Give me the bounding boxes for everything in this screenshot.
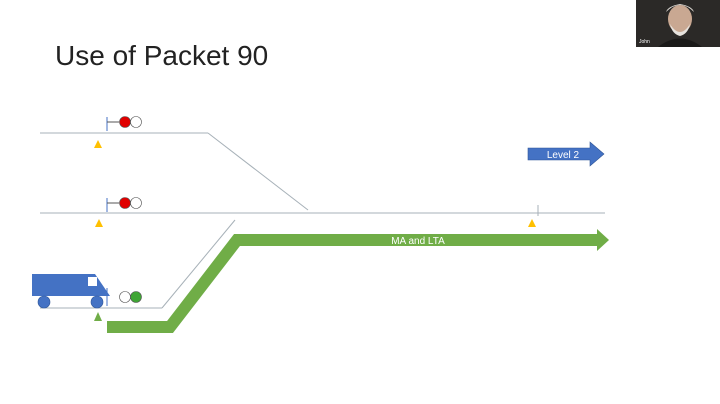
balise-marker-middle: [95, 219, 103, 227]
level-transition: [528, 205, 539, 227]
train-body: [32, 274, 110, 296]
train-wheel-rear: [37, 295, 51, 309]
balise-marker-upper: [94, 140, 102, 148]
lower-diverging-track: [161, 219, 236, 309]
participant-video-thumbnail[interactable]: John: [636, 0, 720, 47]
level-transition-marker: [528, 219, 536, 227]
slide-title: Use of Packet 90: [55, 40, 269, 71]
ma-lta-label: MA and LTA: [391, 236, 445, 247]
participant-avatar: [636, 0, 720, 47]
signal-middle-white-aspect: [130, 197, 142, 209]
balise-marker-lower: [94, 312, 102, 321]
signal-middle: [95, 197, 142, 227]
signal-middle-red-aspect: [119, 197, 131, 209]
ma-path: [107, 229, 609, 333]
track-lines: [40, 132, 605, 309]
signal-upper-red-aspect: [119, 116, 131, 128]
train: [32, 274, 110, 309]
signal-upper: [94, 116, 142, 148]
signal-upper-white-aspect: [130, 116, 142, 128]
participant-name: John: [639, 39, 650, 45]
train-window: [88, 277, 97, 286]
upper-diverging-track: [207, 132, 309, 211]
signal-lower: [94, 288, 142, 321]
train-wheel-front: [90, 295, 104, 309]
ma-path-arrowhead: [597, 229, 609, 251]
signal-lower-white-aspect: [119, 291, 131, 303]
signal-lower-green-aspect: [130, 291, 142, 303]
level-2-arrow: Level 2: [527, 141, 605, 167]
ma-path-body: [107, 234, 598, 333]
level-2-label: Level 2: [547, 150, 580, 161]
